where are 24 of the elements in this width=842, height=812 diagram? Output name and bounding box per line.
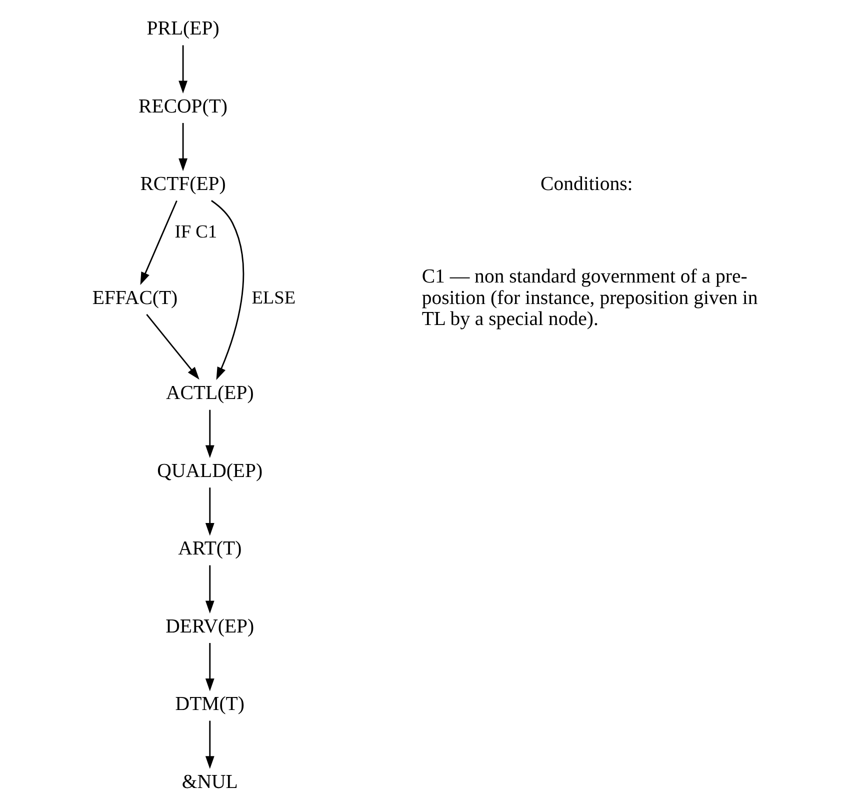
node-text: ART(T): [178, 538, 242, 560]
arrow: [204, 643, 214, 692]
arrow: [204, 565, 214, 614]
edge-label: IF C1: [174, 222, 217, 242]
node-text: EFFAC(T): [92, 286, 178, 309]
arrow: [204, 720, 214, 769]
arrow: [178, 122, 187, 172]
arrow: [204, 488, 214, 536]
arrow: [146, 314, 199, 380]
arrow: [210, 200, 244, 380]
node-text: PRL(EP): [146, 18, 219, 40]
node-text: ACTL(EP): [165, 382, 254, 404]
node-text: &NUL: [181, 770, 238, 793]
label: Conditions:: [540, 173, 632, 196]
arrow: [204, 410, 214, 458]
node-text: QUALD(EP): [156, 460, 262, 482]
node-text: DTM(T): [174, 693, 244, 716]
edge-label: ELSE: [251, 287, 296, 308]
label: C1 — non standard government of a pre- position (for instance, preposition given in TL by a special node).: [421, 266, 758, 330]
arrow: [140, 200, 177, 285]
node-text: RECOP(T): [138, 95, 228, 118]
node-text: DERV(EP): [165, 615, 254, 638]
node-text: RCTF(EP): [140, 173, 226, 196]
arrow: [178, 45, 187, 94]
